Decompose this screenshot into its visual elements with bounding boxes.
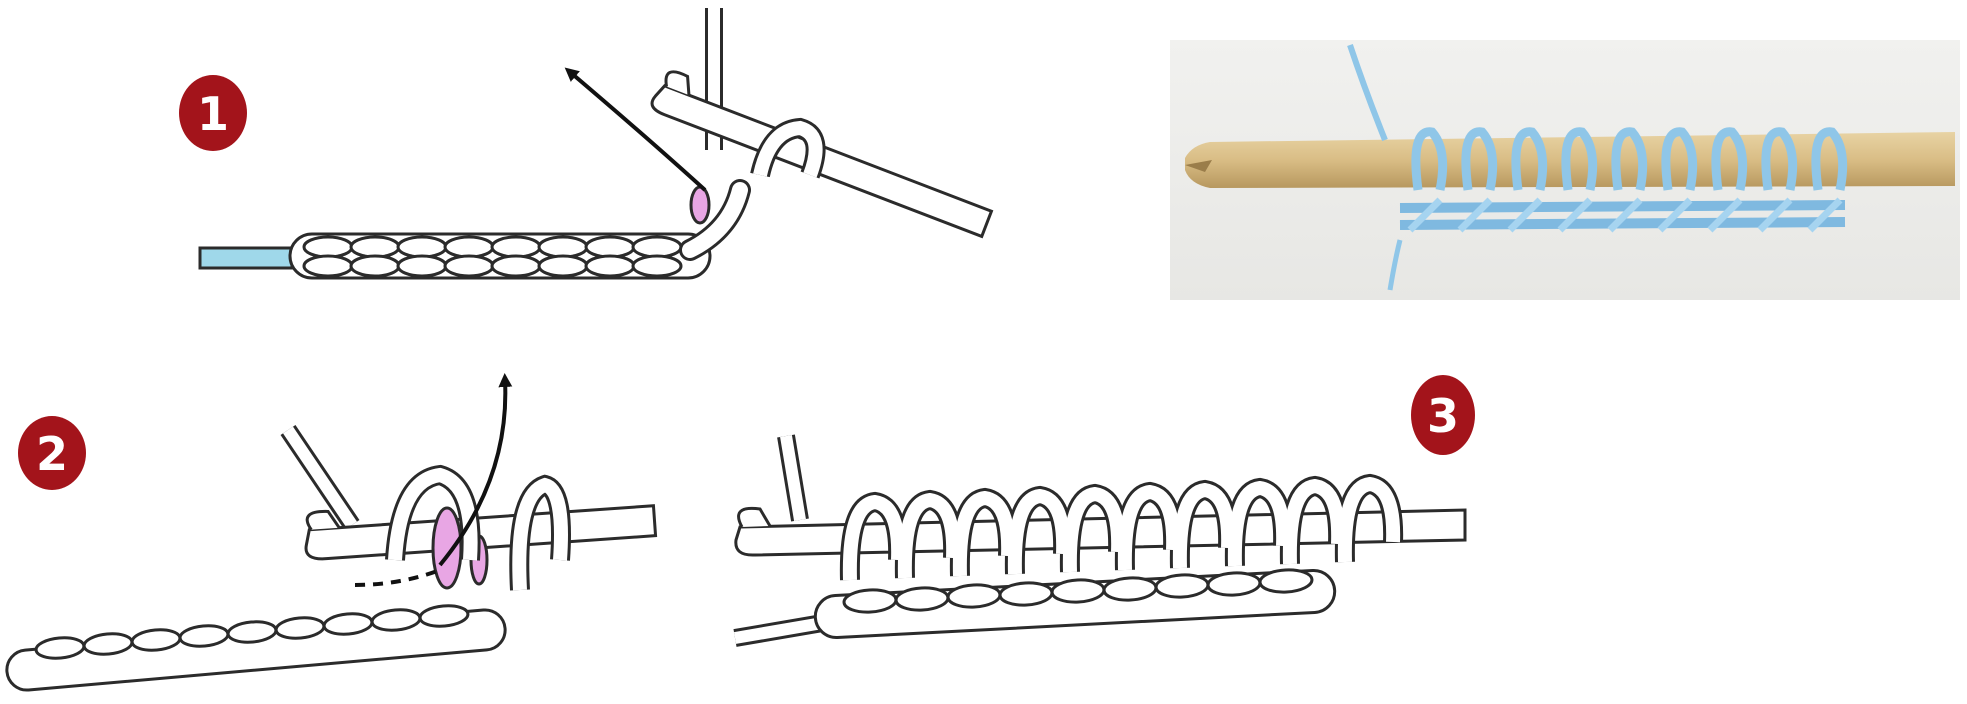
chain-link bbox=[304, 256, 352, 276]
chain-link bbox=[351, 237, 399, 257]
step-1-foundation-chain bbox=[290, 234, 710, 278]
chain-link bbox=[586, 256, 634, 276]
chain-link bbox=[445, 256, 493, 276]
chain-link bbox=[445, 237, 493, 257]
step-2-highlight-loop bbox=[433, 508, 461, 588]
step-2-illustration: 2 bbox=[5, 380, 655, 692]
chain-link bbox=[633, 237, 681, 257]
step-3-illustration: 3 bbox=[735, 375, 1475, 639]
chain-link bbox=[586, 237, 634, 257]
chain-link bbox=[539, 237, 587, 257]
step-2-badge: 2 bbox=[18, 416, 86, 490]
chain-link bbox=[398, 237, 446, 257]
step-3-badge-number: 3 bbox=[1427, 389, 1459, 443]
step-2-badge-number: 2 bbox=[36, 427, 68, 481]
step-1-badge: 1 bbox=[179, 75, 247, 151]
step-2-dashed-path bbox=[355, 570, 440, 585]
step-1-illustration: 1 bbox=[179, 8, 998, 278]
chain-link bbox=[492, 237, 540, 257]
chain-link bbox=[492, 256, 540, 276]
chain-link bbox=[539, 256, 587, 276]
chain-link bbox=[398, 256, 446, 276]
step-2-foundation-chain bbox=[5, 604, 507, 692]
step-1-highlight-loop bbox=[691, 187, 709, 223]
tunisian-stitch-photo bbox=[1170, 40, 1960, 300]
step-3-foundation-chain bbox=[814, 569, 1335, 639]
step-1-yarn-tail bbox=[200, 248, 292, 268]
chain-link bbox=[351, 256, 399, 276]
step-1-badge-number: 1 bbox=[197, 87, 229, 141]
chain-link bbox=[633, 256, 681, 276]
chain-link bbox=[304, 237, 352, 257]
step-3-badge: 3 bbox=[1411, 375, 1475, 455]
step-3-working-yarn bbox=[786, 436, 800, 520]
